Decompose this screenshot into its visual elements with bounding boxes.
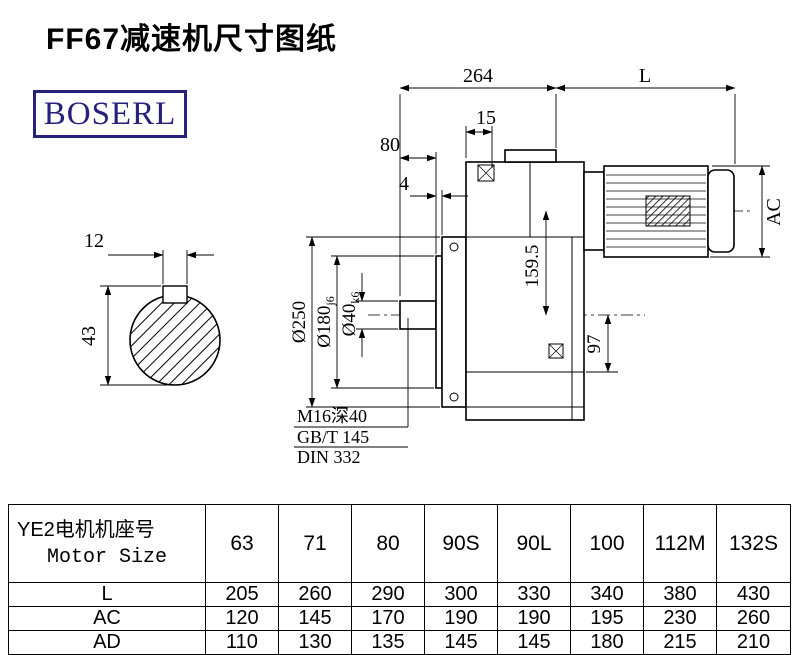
brand-logo-text: BOSERL <box>43 95 177 132</box>
dimension-shaft-key-height: 43 <box>78 285 172 386</box>
value-cell: 430 <box>716 582 791 607</box>
plug-mark-top <box>477 164 495 182</box>
dim-80-label: 80 <box>380 134 400 156</box>
value-cell: 190 <box>497 606 571 631</box>
keyway <box>162 285 188 304</box>
value-cell: 205 <box>205 582 279 607</box>
dimension-spigot-diameter: Ø180j6 <box>314 255 434 389</box>
value-cell: 145 <box>278 606 352 631</box>
dim-shaft-diameter-label: Ø40k6 <box>339 292 362 337</box>
table-row-L: L 205 260 290 300 330 340 380 430 <box>8 582 791 607</box>
plug-mark-bottom <box>548 343 564 359</box>
motor-size-table: YE2电机机座号 Motor Size 63 71 80 90S 90L 100… <box>8 504 791 655</box>
shaft-section-view <box>129 285 221 386</box>
motor-side-view <box>583 165 735 258</box>
dim-AC-label: AC <box>763 198 785 226</box>
brand-logo: BOSERL <box>33 90 187 138</box>
thread-note: M16深40 GB/T 145 DIN 332 <box>294 318 409 467</box>
row-label: AC <box>8 606 206 631</box>
table-row-AD: AD 110 130 135 145 145 180 215 210 <box>8 630 791 655</box>
fan-cover <box>707 169 735 253</box>
dimension-motor-diameter: AC <box>710 165 785 258</box>
dim-15-label: 15 <box>476 107 496 129</box>
dimension-keyway-width: 12 <box>84 230 214 284</box>
dim-12-label: 12 <box>84 230 104 252</box>
size-cell: 90S <box>424 504 498 583</box>
size-cell: 100 <box>570 504 644 583</box>
dim-264-label: 264 <box>463 65 493 87</box>
value-cell: 110 <box>205 630 279 655</box>
dimension-flange-diameter: Ø250 <box>289 236 440 408</box>
value-cell: 135 <box>351 630 425 655</box>
dimension-center-height: 159.5 <box>522 210 550 316</box>
dimension-97: 97 <box>584 314 618 373</box>
housing-top-step <box>504 149 557 163</box>
page-title: FF67减速机尺寸图纸 <box>46 23 338 56</box>
mounting-flange <box>441 236 467 408</box>
dimension-shaft-diameter: Ø40k6 <box>339 273 398 357</box>
flange-bolt-hole-top <box>449 242 459 252</box>
value-cell: 195 <box>570 606 644 631</box>
size-cell: 90L <box>497 504 571 583</box>
dimension-4: 4 <box>399 173 468 235</box>
size-cell: 112M <box>643 504 717 583</box>
dimension-drawing: 12 43 <box>78 65 785 467</box>
value-cell: 380 <box>643 582 717 607</box>
value-cell: 145 <box>497 630 571 655</box>
dim-L-label: L <box>639 65 651 87</box>
size-cell: 71 <box>278 504 352 583</box>
table-row-AC: AC 120 145 170 190 190 195 230 260 <box>8 606 791 631</box>
size-cell: 132S <box>716 504 791 583</box>
standard-gbt-label: GB/T 145 <box>297 427 369 447</box>
value-cell: 260 <box>278 582 352 607</box>
dimension-motor-length: L <box>555 65 736 164</box>
flange-spigot <box>435 255 443 389</box>
row-label: AD <box>8 630 206 655</box>
dim-spigot-diameter-label: Ø180j6 <box>314 296 337 348</box>
table-header-row: YE2电机机座号 Motor Size 63 71 80 90S 90L 100… <box>8 504 791 583</box>
dim-4-label: 4 <box>399 173 409 195</box>
value-cell: 170 <box>351 606 425 631</box>
gearbox-side-view <box>399 149 585 421</box>
value-cell: 120 <box>205 606 279 631</box>
thread-tap-label: M16深40 <box>297 406 367 426</box>
motor-size-header-cell: YE2电机机座号 Motor Size <box>8 504 206 583</box>
motor-winding-section <box>645 195 691 227</box>
value-cell: 145 <box>424 630 498 655</box>
value-cell: 230 <box>643 606 717 631</box>
dim-97-label: 97 <box>584 335 605 354</box>
flange-bolt-hole-bottom <box>449 392 459 402</box>
header-english: Motor Size <box>46 545 168 569</box>
header-chinese: YE2电机机座号 <box>17 518 155 541</box>
value-cell: 300 <box>424 582 498 607</box>
dim-159-5-label: 159.5 <box>522 245 543 288</box>
value-cell: 260 <box>716 606 791 631</box>
dim-43-label: 43 <box>78 326 100 346</box>
row-label: L <box>8 582 206 607</box>
value-cell: 330 <box>497 582 571 607</box>
value-cell: 290 <box>351 582 425 607</box>
value-cell: 130 <box>278 630 352 655</box>
value-cell: 215 <box>643 630 717 655</box>
value-cell: 190 <box>424 606 498 631</box>
size-cell: 63 <box>205 504 279 583</box>
standard-din-label: DIN 332 <box>297 447 361 467</box>
value-cell: 180 <box>570 630 644 655</box>
output-shaft <box>399 300 437 330</box>
dim-flange-diameter-label: Ø250 <box>289 301 310 343</box>
motor-adapter <box>583 171 605 251</box>
value-cell: 210 <box>716 630 791 655</box>
dimension-overall-length: 264 <box>399 65 557 296</box>
size-cell: 80 <box>351 504 425 583</box>
gear-housing <box>465 161 585 421</box>
dimension-15: 15 <box>465 107 496 168</box>
value-cell: 340 <box>570 582 644 607</box>
